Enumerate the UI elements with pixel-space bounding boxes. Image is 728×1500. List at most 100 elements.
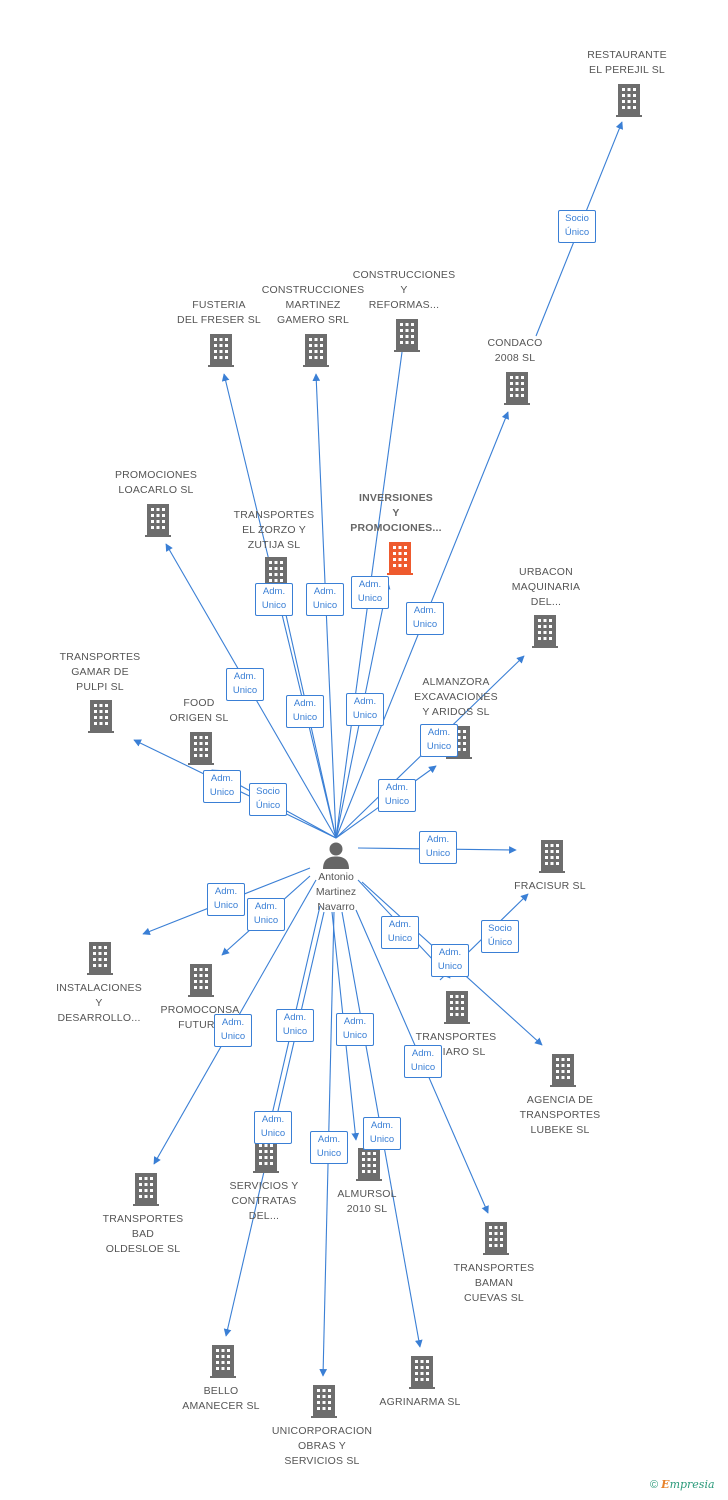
relation-badge[interactable]: Adm. Unico <box>255 583 293 616</box>
relation-badge[interactable]: Adm. Unico <box>247 898 285 931</box>
company-label: AGRINARMA SL <box>379 1396 461 1408</box>
relation-badge[interactable]: Adm. Unico <box>203 770 241 803</box>
company-node[interactable]: FUSTERIA DEL FRESER SL <box>154 298 284 328</box>
company-label: SERVICIOS Y CONTRATAS DEL... <box>229 1180 299 1222</box>
company-label: TRANSPORTES BAMAN CUEVAS SL <box>453 1262 535 1304</box>
building-icon[interactable] <box>311 1385 337 1418</box>
company-node[interactable]: TRANSPORTES BAMAN CUEVAS SL <box>429 1261 559 1306</box>
company-label: FUSTERIA DEL FRESER SL <box>177 299 261 326</box>
copyright-symbol: © <box>650 1479 659 1491</box>
relation-badge[interactable]: Adm. Unico <box>286 695 324 728</box>
company-label: TRANSPORTES BAD OLDESLOE SL <box>102 1213 184 1255</box>
company-node[interactable]: CONSTRUCCIONES Y REFORMAS... <box>339 268 469 313</box>
relation-badge[interactable]: Adm. Unico <box>346 693 384 726</box>
relation-badge[interactable]: Socio Único <box>481 920 519 953</box>
company-node[interactable]: PROMOCIONES LOACARLO SL <box>91 468 221 498</box>
company-node[interactable]: CONSTRUCCIONES MARTINEZ GAMERO SRL <box>248 283 378 328</box>
company-label: CONSTRUCCIONES Y REFORMAS... <box>352 269 456 311</box>
company-node[interactable]: TRANSPORTES BAD OLDESLOE SL <box>78 1212 208 1257</box>
company-label: ALMURSOL 2010 SL <box>337 1188 397 1215</box>
company-label: BELLO AMANECER SL <box>182 1385 260 1412</box>
company-node[interactable]: AGRINARMA SL <box>355 1395 485 1410</box>
footer-brand: © Empresia <box>650 1478 715 1491</box>
building-icon[interactable] <box>616 84 642 117</box>
company-node[interactable]: FOOD ORIGEN SL <box>134 696 264 726</box>
relation-badge[interactable]: Adm. Unico <box>226 668 264 701</box>
company-label: URBACON MAQUINARIA DEL... <box>511 566 581 608</box>
relation-badge[interactable]: Adm. Unico <box>419 831 457 864</box>
building-icon[interactable] <box>210 1345 236 1378</box>
company-label: FRACISUR SL <box>514 880 586 892</box>
building-icon[interactable] <box>539 840 565 873</box>
company-node[interactable]: ALMURSOL 2010 SL <box>302 1187 432 1217</box>
relation-badge[interactable]: Socio Único <box>558 210 596 243</box>
building-icon[interactable] <box>356 1148 382 1181</box>
center-person-label: Antonio Martinez Navarro <box>315 871 357 913</box>
company-label: INVERSIONES Y PROMOCIONES... <box>350 492 442 534</box>
relation-badge[interactable]: Adm. Unico <box>336 1013 374 1046</box>
relation-badge[interactable]: Adm. Unico <box>431 944 469 977</box>
company-label: ALMANZORA EXCAVACIONES Y ARIDOS SL <box>414 676 498 718</box>
building-icon[interactable] <box>188 964 214 997</box>
brand-logo: Empresia <box>661 1478 715 1491</box>
company-node[interactable]: SERVICIOS Y CONTRATAS DEL... <box>199 1179 329 1224</box>
relation-badge[interactable]: Adm. Unico <box>310 1131 348 1164</box>
company-label: RESTAURANTE EL PEREJIL SL <box>587 49 667 76</box>
building-icon[interactable] <box>303 334 329 367</box>
building-icon[interactable] <box>504 372 530 405</box>
building-icon[interactable] <box>409 1356 435 1389</box>
center-person[interactable]: Antonio Martinez Navarro <box>286 840 386 915</box>
relation-badge[interactable]: Adm. Unico <box>378 779 416 812</box>
relation-badge[interactable]: Adm. Unico <box>214 1014 252 1047</box>
building-icon[interactable] <box>444 991 470 1024</box>
company-node[interactable]: UNICORPORACION OBRAS Y SERVICIOS SL <box>257 1424 387 1469</box>
company-node[interactable]: URBACON MAQUINARIA DEL... <box>481 565 611 610</box>
building-icon[interactable] <box>87 942 113 975</box>
building-icon[interactable] <box>394 319 420 352</box>
company-node[interactable]: INSTALACIONES Y DESARROLLO... <box>34 981 164 1026</box>
company-node[interactable]: FRACISUR SL <box>485 879 615 894</box>
relation-badge[interactable]: Socio Único <box>249 783 287 816</box>
relation-badge[interactable]: Adm. Unico <box>406 602 444 635</box>
building-icon[interactable] <box>188 732 214 765</box>
company-node[interactable]: TRANSPORTES EL ZORZO Y ZUTIJA SL <box>209 508 339 553</box>
relation-badge[interactable]: Adm. Unico <box>420 724 458 757</box>
relation-badge[interactable]: Adm. Unico <box>363 1117 401 1150</box>
company-node[interactable]: ALMANZORA EXCAVACIONES Y ARIDOS SL <box>391 675 521 720</box>
building-icon[interactable] <box>88 700 114 733</box>
company-label: TRANSPORTES EL ZORZO Y ZUTIJA SL <box>233 509 315 551</box>
focus-building-icon[interactable] <box>387 542 413 575</box>
company-node[interactable]: PROMOCONSA FUTURA <box>135 1003 265 1033</box>
company-node[interactable]: BELLO AMANECER SL <box>156 1384 286 1414</box>
company-node[interactable]: RESTAURANTE EL PEREJIL SL <box>562 48 692 78</box>
relation-badge[interactable]: Adm. Unico <box>254 1111 292 1144</box>
building-icon[interactable] <box>532 615 558 648</box>
company-label: FOOD ORIGEN SL <box>169 697 229 724</box>
building-icon[interactable] <box>145 504 171 537</box>
company-label: TRANSPORTES GAMAR DE PULPI SL <box>59 651 141 693</box>
building-icon[interactable] <box>253 1140 279 1173</box>
company-label: PROMOCONSA FUTURA <box>160 1004 240 1031</box>
company-node[interactable]: AGENCIA DE TRANSPORTES LUBEKE SL <box>495 1093 625 1138</box>
relation-badge[interactable]: Adm. Unico <box>351 576 389 609</box>
building-icon[interactable] <box>550 1054 576 1087</box>
person-icon <box>323 842 349 869</box>
relation-badge[interactable]: Adm. Unico <box>381 916 419 949</box>
company-label: AGENCIA DE TRANSPORTES LUBEKE SL <box>519 1094 601 1136</box>
relation-badge[interactable]: Adm. Unico <box>207 883 245 916</box>
building-icon[interactable] <box>133 1173 159 1206</box>
company-node[interactable]: TRANSPORTES GAMAR DE PULPI SL <box>35 650 165 695</box>
company-label: CONSTRUCCIONES MARTINEZ GAMERO SRL <box>261 284 365 326</box>
company-label: INSTALACIONES Y DESARROLLO... <box>56 982 142 1024</box>
relation-badge[interactable]: Adm. Unico <box>306 583 344 616</box>
building-icon[interactable] <box>208 334 234 367</box>
company-node[interactable]: INVERSIONES Y PROMOCIONES... <box>331 491 461 536</box>
company-node[interactable]: CONDACO 2008 SL <box>450 336 580 366</box>
relation-badge[interactable]: Adm. Unico <box>276 1009 314 1042</box>
company-label: UNICORPORACION OBRAS Y SERVICIOS SL <box>271 1425 373 1467</box>
building-icon[interactable] <box>483 1222 509 1255</box>
company-label: PROMOCIONES LOACARLO SL <box>114 469 198 496</box>
company-label: CONDACO 2008 SL <box>487 337 543 364</box>
relation-badge[interactable]: Adm. Unico <box>404 1045 442 1078</box>
